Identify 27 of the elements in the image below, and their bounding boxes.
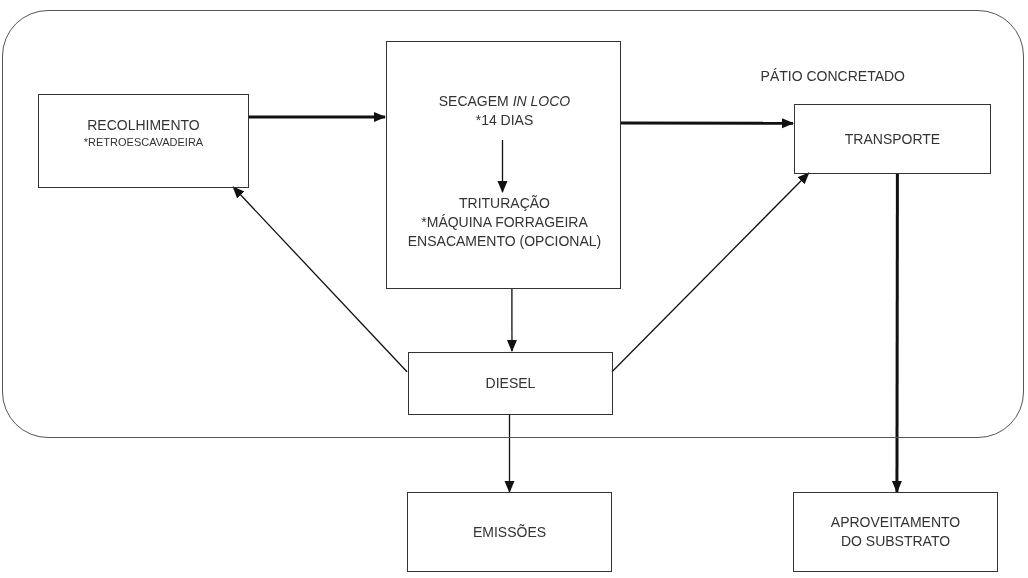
area-boundary bbox=[2, 10, 1024, 438]
process-box bbox=[407, 492, 612, 572]
arrow bbox=[248, 111, 386, 122]
arrow bbox=[504, 413, 515, 493]
step-title: TRITURAÇÃO bbox=[459, 194, 550, 213]
step-title: DIESEL bbox=[485, 374, 536, 393]
step-title: RECOLHIMENTO bbox=[87, 116, 200, 135]
arrow bbox=[232, 186, 408, 373]
process-box bbox=[794, 104, 991, 174]
arrow bbox=[497, 139, 508, 193]
step-note: *RETROESCAVADEIRA bbox=[83, 135, 204, 150]
step-note: ENSACAMENTO (OPCIONAL) bbox=[407, 231, 602, 251]
step-note: *MÁQUINA FORRAGEIRA bbox=[421, 212, 588, 232]
process-box bbox=[386, 41, 621, 289]
step-title: SECAGEM IN LOCO bbox=[438, 92, 571, 111]
arrow bbox=[891, 173, 902, 493]
step-title: TRANSPORTE bbox=[844, 129, 941, 149]
step-note: *14 DIAS bbox=[475, 110, 534, 130]
step-title: APROVEITAMENTO DO SUBSTRATO bbox=[830, 513, 961, 551]
arrow bbox=[611, 172, 810, 373]
arrow bbox=[506, 287, 517, 352]
process-box bbox=[38, 94, 249, 188]
step-title: EMISSÕES bbox=[472, 522, 547, 542]
area-label: PÁTIO CONCRETADO bbox=[760, 67, 905, 86]
process-box bbox=[793, 492, 998, 572]
arrow bbox=[620, 118, 794, 129]
process-box bbox=[408, 352, 613, 415]
